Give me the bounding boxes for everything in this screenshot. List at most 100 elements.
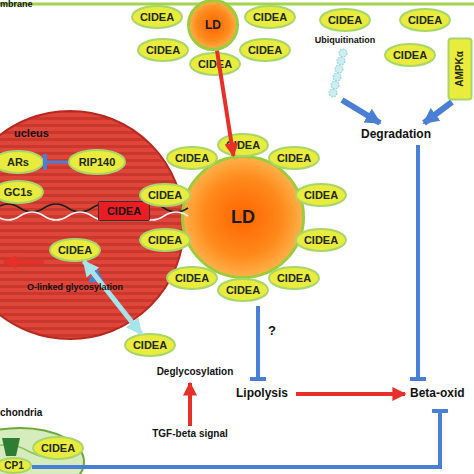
nucleus-circle-outline: [0, 110, 185, 340]
cidea-protein-fill: [190, 53, 240, 75]
organelle-label: chondria: [0, 408, 42, 418]
cidea-protein-fill: [245, 6, 295, 28]
node-text: CIDEA: [268, 146, 320, 170]
inhibition-line: [44, 161, 68, 164]
cidea-protein: CIDEA: [131, 5, 183, 29]
ubiquitin-bead: [333, 73, 341, 81]
node-text: CIDEA: [244, 5, 296, 29]
cidea-protein-fill: [296, 184, 346, 206]
cidea-protein: CIDEA: [166, 146, 218, 170]
node-text: CIDEA: [131, 5, 183, 29]
process-label: Degradation: [361, 128, 431, 140]
lipid-droplet: LD: [181, 155, 305, 279]
cidea-protein-fill: [218, 279, 268, 301]
cidea-protein: CIDEA: [137, 38, 189, 62]
kinase-box: AMPKα: [448, 38, 472, 100]
corepressor-ellipse-fill: [69, 150, 125, 174]
nucleus-fill: [0, 111, 184, 339]
cidea-protein-fill: [167, 147, 217, 169]
node-text: LD: [187, 0, 239, 51]
cidea-protein: CIDEA: [189, 52, 241, 76]
node-text: CIDEA: [268, 266, 320, 290]
cidea-protein: CIDEA: [49, 238, 101, 262]
ubiquitin-chain: [329, 49, 347, 97]
node-text: CIDEA: [139, 183, 191, 207]
node-text: CIDEA: [166, 146, 218, 170]
process-label: O-linked glycosylation: [27, 283, 123, 292]
activation-arrow: [217, 51, 233, 156]
node-text: ucleus: [14, 128, 49, 139]
dna-strand: [0, 204, 188, 212]
coactivator-ellipse-fill: [0, 181, 43, 203]
node-text: CIDEA: [137, 38, 189, 62]
cidea-protein: CIDEA: [217, 133, 269, 157]
node-text: LD: [181, 155, 305, 279]
cidea-protein-fill: [138, 39, 188, 61]
cidea-protein-fill: [132, 6, 182, 28]
cidea-protein: CIDEA: [217, 278, 269, 302]
node-text: CIDEA: [239, 38, 291, 62]
gene-box-fill: [99, 202, 150, 221]
cidea-protein-fill: [140, 229, 190, 251]
ucp1-channel: [2, 438, 20, 456]
node-text: CIDEA: [49, 238, 101, 262]
node-text: CIDEA: [124, 333, 176, 357]
membrane-line: [0, 3, 474, 6]
degradation-arrow: [342, 100, 380, 123]
ubiquitin-bead: [329, 89, 337, 97]
node-text: CIDEA: [189, 52, 241, 76]
node-text: CIDEA: [166, 266, 218, 290]
activation-arrow: [296, 392, 405, 396]
cidea-protein: CIDEA: [32, 436, 84, 460]
cidea-protein-fill: [400, 9, 450, 31]
nucleus-texture: [0, 112, 183, 338]
cidea-protein-fill: [33, 437, 83, 459]
cidea-protein-fill: [269, 147, 319, 169]
cidea-protein: CIDEA: [139, 228, 191, 252]
cidea-protein: CIDEA: [268, 266, 320, 290]
degradation-arrow: [424, 102, 452, 123]
receptor-ellipse: ARs: [0, 150, 44, 174]
cidea-protein: CIDEA: [399, 8, 451, 32]
node-text: CIDEA: [295, 228, 347, 252]
cidea-protein: CIDEA: [244, 5, 296, 29]
ucp1-protein: CP1: [0, 457, 32, 474]
cidea-protein-fill: [269, 267, 319, 289]
question-mark: ?: [268, 324, 276, 337]
process-label: Lipolysis: [236, 387, 288, 399]
cidea-protein: CIDEA: [139, 183, 191, 207]
node-text: CIDEA: [399, 8, 451, 32]
node-text: CIDEA: [217, 278, 269, 302]
node-text: GC1s: [0, 180, 44, 204]
node-text: CIDEA: [319, 8, 371, 32]
node-text: CIDEA: [217, 133, 269, 157]
cidea-protein-fill: [218, 134, 268, 156]
node-text: AMPKα: [429, 57, 474, 81]
cidea-protein: CIDEA: [295, 183, 347, 207]
ubiquitin-bead: [335, 65, 343, 73]
node-text: CIDEA: [384, 43, 436, 67]
ubiquitin-bead: [339, 49, 347, 57]
cidea-protein-fill: [320, 9, 370, 31]
node-text: RIP140: [68, 149, 126, 175]
cidea-protein: CIDEA: [319, 8, 371, 32]
process-label: Ubiquitination: [315, 36, 376, 45]
lipid-droplet: LD: [187, 0, 239, 51]
process-label: Deglycosylation: [157, 367, 234, 377]
node-text: CP1: [0, 457, 32, 474]
activation-arrow: [188, 383, 192, 426]
dna-strand: [0, 212, 188, 220]
cidea-protein-fill: [296, 229, 346, 251]
cidea-protein-fill: [50, 239, 100, 261]
gene-box: CIDEA: [98, 201, 150, 221]
cidea-protein: CIDEA: [268, 146, 320, 170]
cidea-protein: CIDEA: [239, 38, 291, 62]
nucleus-circle: ucleusARs RIP140GC1sCIDEA CIDEA: [0, 110, 185, 340]
signal-label: TGF-beta signal: [152, 429, 228, 439]
ucp1-protein-fill: [0, 458, 31, 473]
export-arrow: [4, 260, 44, 264]
corepressor-ellipse: RIP140: [68, 149, 126, 175]
receptor-ellipse-fill: [0, 151, 43, 173]
inhibition-line: [416, 145, 420, 380]
